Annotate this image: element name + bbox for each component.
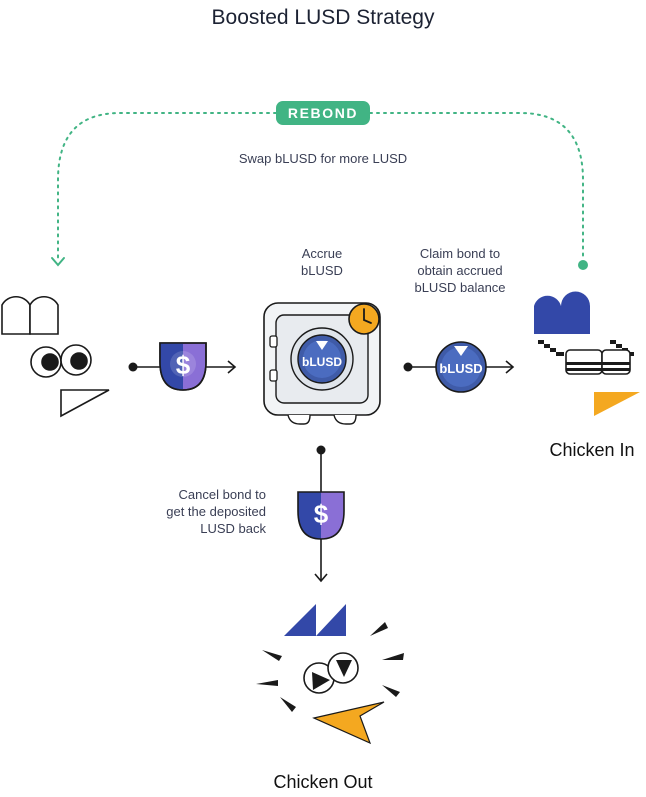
accrue-line-1: Accrue bbox=[301, 246, 343, 261]
rebond-badge: REBOND bbox=[276, 101, 370, 125]
vault-icon: bLUSD bbox=[263, 302, 381, 425]
lusd-token-icon: $ bbox=[159, 342, 207, 391]
lusd-symbol: $ bbox=[176, 350, 191, 380]
cancel-start-dot bbox=[316, 445, 326, 455]
claim-label: Claim bond to obtain accrued bLUSD balan… bbox=[398, 245, 522, 296]
chicken-in-icon bbox=[534, 291, 640, 416]
deposit-start-dot bbox=[128, 362, 138, 372]
clock-icon bbox=[348, 303, 380, 335]
cancel-line-2: get the deposited bbox=[166, 504, 266, 519]
cancel-line-3: LUSD back bbox=[200, 521, 266, 536]
vault-blusd-label: bLUSD bbox=[302, 355, 342, 369]
chicken-out-label: Chicken Out bbox=[273, 772, 373, 792]
chicken-bond-icon bbox=[1, 296, 110, 418]
accrue-label: Accrue bLUSD bbox=[282, 245, 362, 279]
claim-start-dot bbox=[403, 362, 413, 372]
cancel-line-1: Cancel bond to bbox=[178, 487, 266, 502]
rebond-arrowhead bbox=[51, 257, 65, 267]
lusd-symbol-bottom: $ bbox=[314, 499, 329, 529]
chicken-in-label: Chicken In bbox=[549, 440, 635, 460]
rebond-arc bbox=[57, 112, 584, 261]
claim-line-1: Claim bond to bbox=[419, 246, 501, 261]
lusd-token-icon: $ bbox=[297, 491, 345, 540]
claim-line-2: obtain accrued bbox=[417, 263, 503, 278]
blusd-token-icon: bLUSD bbox=[435, 341, 487, 393]
claim-line-3: bLUSD balance bbox=[414, 280, 506, 295]
rebond-start-dot bbox=[578, 260, 588, 270]
accrue-line-2: bLUSD bbox=[301, 263, 343, 278]
cancel-label: Cancel bond to get the deposited LUSD ba… bbox=[128, 486, 266, 537]
chicken-out-icon bbox=[256, 604, 404, 745]
rebond-description: Swap bLUSD for more LUSD bbox=[238, 151, 408, 166]
diagram-title: Boosted LUSD Strategy bbox=[211, 6, 435, 29]
claim-blusd-label: bLUSD bbox=[439, 361, 482, 376]
